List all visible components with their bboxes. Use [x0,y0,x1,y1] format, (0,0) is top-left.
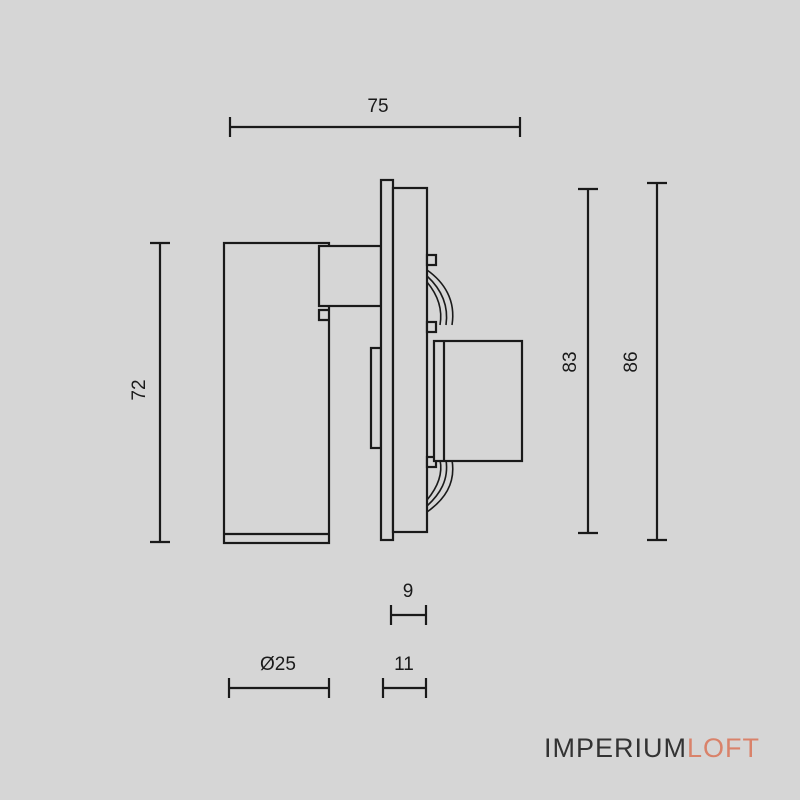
rear-connector-block [432,339,524,463]
dimension-diameter: Ø25 [227,654,331,698]
dimension-adapter-depth: 9 [389,581,428,625]
spring-clip-lower-3 [426,459,442,501]
spring-clip-lower-2 [426,459,448,507]
lamp-cylinder-notch [317,308,329,322]
dimension-label-total-height: 86 [621,351,642,372]
dimension-label-base-depth: 11 [394,654,414,675]
dimension-label-overall-length: 75 [367,96,388,117]
dimension-total-height: 86 [621,181,667,542]
dimension-overall-length: 75 [228,96,522,137]
adapter-body [391,186,429,534]
dimension-base-depth: 11 [381,654,428,698]
spring-clip-upper-1 [426,269,454,326]
contact-pin-upper [425,320,438,334]
spring-clip-lower-1 [426,459,454,513]
dimension-label-adapter-height: 83 [560,351,581,372]
dimension-label-body-height: 72 [129,379,150,400]
lamp-switch-tab [369,346,383,450]
spring-clip-upper-3 [426,281,442,326]
dimension-body-height: 72 [129,241,170,544]
dimension-adapter-height: 83 [560,187,598,535]
contact-pin-top [425,253,438,267]
brand-logo-part1: IMPERIUM [543,733,687,763]
spring-clip-upper-2 [426,275,448,326]
lamp-arm [317,244,383,308]
lamp-cylinder-body [222,241,331,545]
dimension-label-adapter-depth: 9 [403,581,414,602]
lamp-product-outline [222,178,524,545]
mounting-plate [379,178,395,542]
brand-logo-part2: LOFT [686,733,760,763]
brand-logo: IMPERIUMLOFT [544,733,760,764]
dimension-label-diameter: Ø25 [260,654,296,675]
